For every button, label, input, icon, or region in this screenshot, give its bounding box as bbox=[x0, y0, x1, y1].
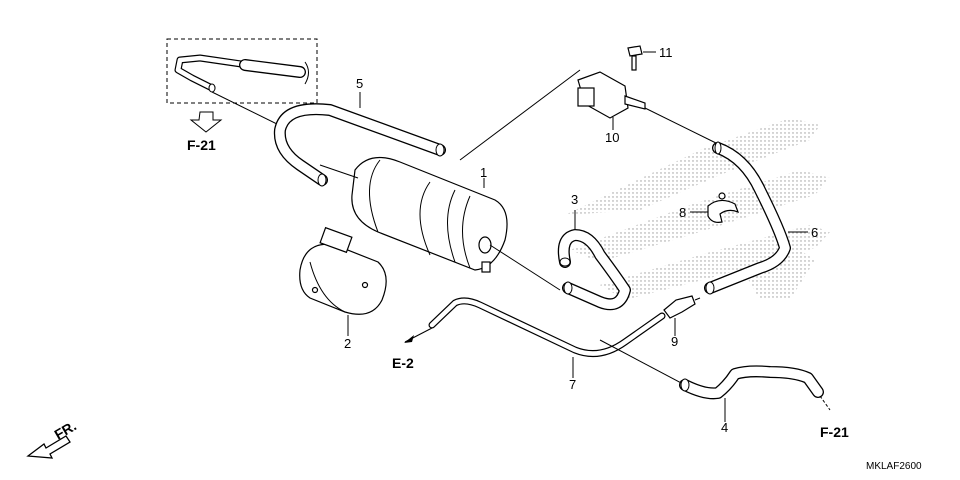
callout-5: 5 bbox=[356, 76, 363, 91]
purge-control-valve bbox=[459, 69, 721, 161]
callout-labels: 1 2 3 4 5 6 7 8 9 10 11 bbox=[344, 45, 818, 435]
front-label: FR. bbox=[52, 417, 80, 442]
callout-6: 6 bbox=[811, 225, 818, 240]
callout-2: 2 bbox=[344, 336, 351, 351]
watermark-wing-logo bbox=[565, 118, 830, 300]
callout-11: 11 bbox=[659, 45, 673, 60]
hose-5 bbox=[273, 103, 446, 187]
inset-detail bbox=[166, 38, 318, 104]
hose-4: F-21 bbox=[599, 339, 849, 440]
callout-1: 1 bbox=[480, 165, 487, 180]
evap-canister bbox=[319, 156, 561, 291]
hose-clip bbox=[707, 192, 740, 223]
hose-3 bbox=[557, 229, 631, 311]
f21-top-label: F-21 bbox=[187, 137, 216, 153]
hose-7: E-2 bbox=[392, 297, 666, 371]
callout-9: 9 bbox=[671, 334, 678, 349]
callout-3: 3 bbox=[571, 192, 578, 207]
callout-8: 8 bbox=[679, 205, 686, 220]
callout-10: 10 bbox=[605, 130, 619, 145]
callout-7: 7 bbox=[569, 377, 576, 392]
diagram-code: MKLAF2600 bbox=[866, 461, 922, 472]
hose-6 bbox=[704, 141, 791, 295]
callout-leaders bbox=[347, 51, 808, 422]
hose-joint bbox=[663, 295, 701, 319]
f21-bottom-label: F-21 bbox=[820, 424, 849, 440]
bolt bbox=[627, 45, 643, 71]
callout-4: 4 bbox=[721, 420, 728, 435]
front-direction-marker: FR. bbox=[26, 417, 80, 459]
f21-top-reference: F-21 bbox=[187, 111, 223, 153]
canister-band bbox=[299, 226, 387, 315]
e2-label: E-2 bbox=[392, 355, 414, 371]
